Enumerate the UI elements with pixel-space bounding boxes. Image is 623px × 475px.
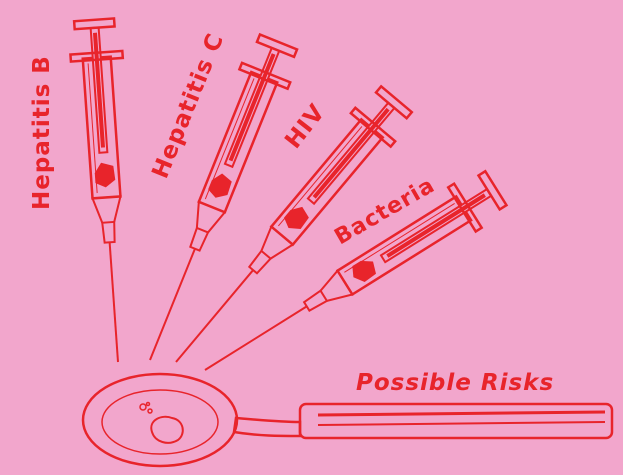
label-possible-risks: Possible Risks xyxy=(356,370,554,396)
syringe-bacteria-icon xyxy=(191,166,509,392)
syringe-hepatitis-b-icon xyxy=(68,18,144,364)
label-hiv: HIV xyxy=(280,99,330,153)
label-hepatitis-b: Hepatitis B xyxy=(29,55,55,210)
syringe-hepatitis-c-icon xyxy=(126,32,303,370)
